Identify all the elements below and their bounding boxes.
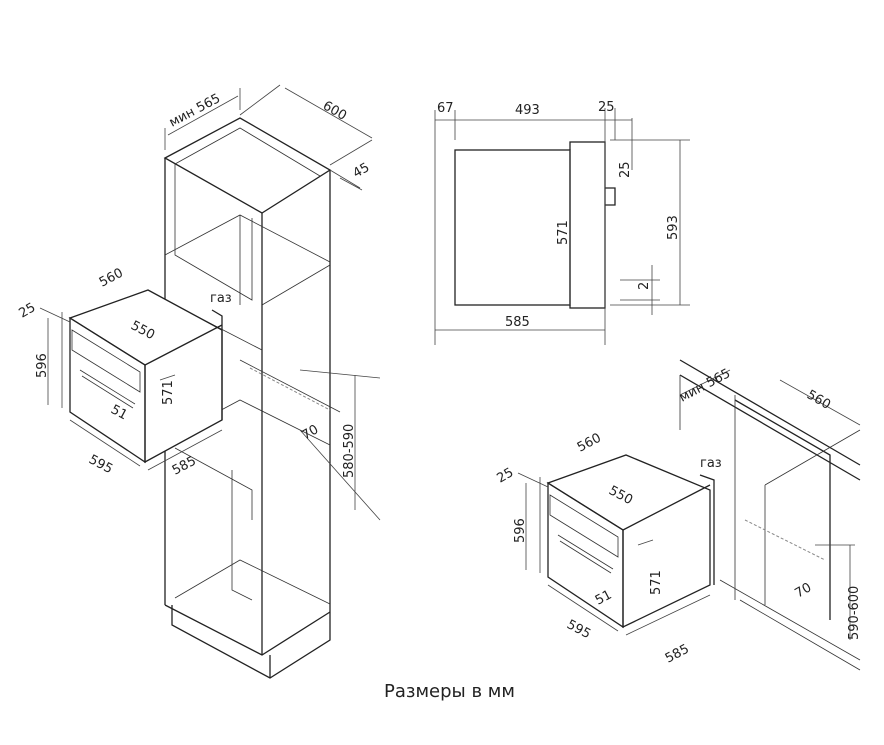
tall-opening-height-label: 580-590	[342, 424, 357, 478]
caption: Размеры в мм	[384, 681, 515, 702]
tall-back-gap-label: 45	[351, 160, 373, 181]
side-top-gap-label: 25	[618, 161, 633, 178]
left-front-height-label: 596	[35, 353, 50, 378]
left-depth-label: 560	[97, 266, 126, 291]
left-body-height-label: 571	[161, 380, 176, 405]
left-body-depth-label: 585	[170, 454, 199, 479]
tall-vent-label: 70	[300, 422, 322, 443]
oven-right	[517, 454, 715, 636]
side-body-depth-label: 493	[515, 103, 540, 118]
side-view	[434, 108, 690, 345]
left-front-width-label: 595	[86, 452, 115, 477]
left-handle-label: 51	[108, 402, 130, 423]
tall-width-label: 600	[320, 98, 349, 123]
right-handle-label: 51	[593, 588, 615, 609]
right-gas-label: газ	[700, 456, 722, 471]
side-bottom-gap-label: 2	[637, 282, 652, 290]
under-counter-cabinet	[679, 359, 861, 671]
right-panel-label: 25	[495, 465, 517, 486]
oven-left	[39, 289, 223, 471]
under-vent-label: 70	[793, 580, 815, 601]
right-depth-label: 560	[575, 431, 604, 456]
right-front-height-label: 596	[513, 518, 528, 543]
tall-min-depth-label: мин 565	[167, 91, 223, 130]
under-opening-height-label: 590-600	[847, 586, 862, 640]
right-front-width-label: 595	[564, 617, 593, 642]
under-depth-label: 560	[804, 387, 833, 412]
left-gas-label: газ	[210, 291, 232, 306]
side-front-height-label: 593	[666, 215, 681, 240]
side-total-depth-label: 585	[505, 315, 530, 330]
side-front-offset-label: 67	[437, 101, 454, 116]
side-panel-label: 25	[598, 100, 615, 115]
right-body-depth-label: 585	[663, 642, 692, 667]
side-body-height-label: 571	[556, 220, 571, 245]
right-body-height-label: 571	[649, 570, 664, 595]
left-panel-label: 25	[17, 300, 39, 321]
